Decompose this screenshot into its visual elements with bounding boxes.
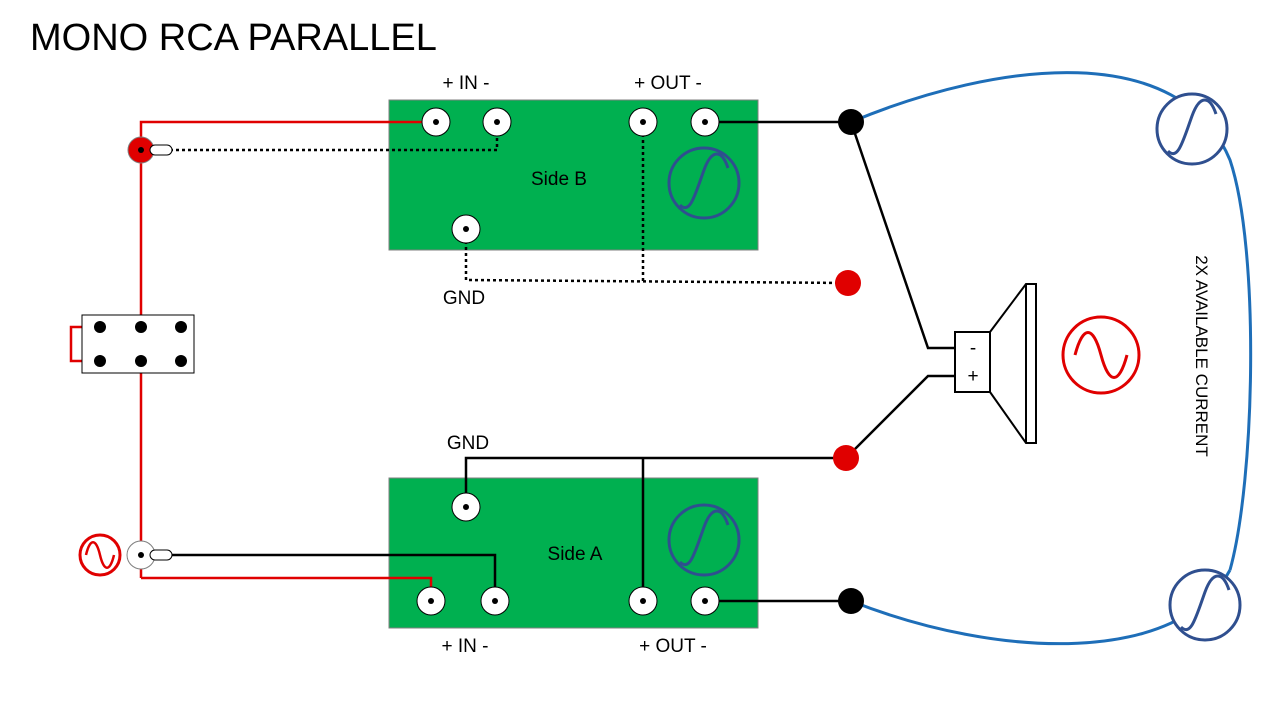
side-b-gnd-label: GND	[443, 288, 485, 309]
speaker-sine-icon	[1061, 315, 1141, 395]
rca-connector-top	[127, 136, 173, 164]
junction-dot-gnd-b-red	[835, 270, 861, 296]
side-a-gnd-label: GND	[447, 433, 489, 454]
side-b-in-label: + IN -	[443, 73, 490, 94]
speaker-icon	[954, 283, 1037, 444]
junction-dot-gnd-a-red	[833, 445, 859, 471]
side-b-sine-icon	[667, 146, 741, 220]
sine-source-icon	[78, 533, 122, 577]
side-a-out-label: + OUT -	[639, 636, 707, 657]
junction-dot-bottom-black	[838, 588, 864, 614]
switch-block	[81, 314, 195, 374]
side-a-terminals	[416, 492, 720, 616]
current-sine-icon-bottom	[1168, 568, 1242, 642]
dotted-wires	[158, 122, 849, 285]
speaker-plus-label: +	[967, 366, 978, 387]
current-sine-icon-top	[1155, 92, 1229, 166]
side-b-terminals	[421, 107, 720, 244]
current-label: 2X AVAILABLE CURRENT	[1192, 255, 1211, 457]
side-a-in-label: + IN -	[442, 636, 489, 657]
blue-wire-top	[850, 71, 1253, 571]
junction-dot-top-black	[838, 109, 864, 135]
side-b-out-label: + OUT -	[634, 73, 702, 94]
side-b-label: Side B	[531, 169, 587, 190]
page-title: MONO RCA PARALLEL	[30, 17, 437, 59]
speaker-minus-label: -	[970, 338, 976, 359]
side-a-sine-icon	[667, 503, 741, 577]
rca-connector-bottom	[126, 540, 173, 570]
black-signal-wires	[158, 120, 958, 603]
side-a-label: Side A	[548, 544, 603, 565]
